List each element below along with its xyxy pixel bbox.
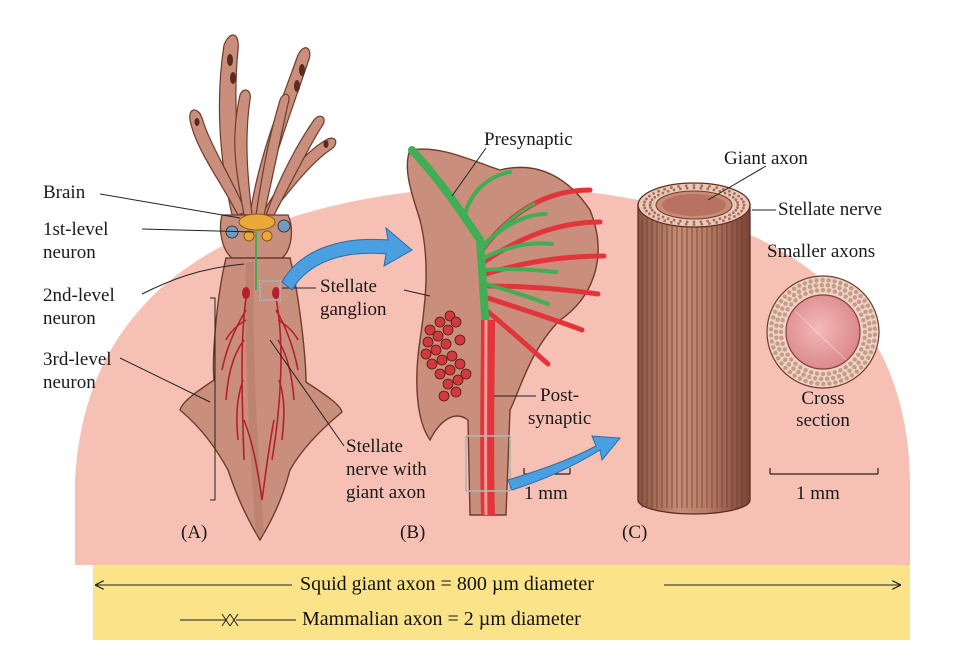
- brain-ganglion: [238, 213, 276, 231]
- label-stellate-ganglion-line2: ganglion: [320, 299, 387, 320]
- label-presynaptic: Presynaptic: [484, 129, 573, 150]
- label-postsynaptic-line2: synaptic: [528, 408, 592, 429]
- label-smaller-axons: Smaller axons: [767, 241, 876, 262]
- label-stellate-nerve: Stellate nerve: [778, 199, 882, 220]
- stellate-ganglion-detail: [406, 146, 607, 516]
- panel-c-leaders: [707, 165, 776, 211]
- label-cross-section-line2: section: [796, 410, 850, 431]
- label-stellate-nerve-line3: giant axon: [346, 482, 426, 503]
- label-first-level-line1: 1st-level: [43, 219, 109, 240]
- panel-a-leaders: [99, 193, 345, 501]
- cell-bodies-cluster: [420, 310, 472, 402]
- label-first-level-line2: neuron: [43, 242, 96, 263]
- panel-a-letter: (A): [181, 522, 208, 543]
- label-postsynaptic-line1: Post-: [540, 385, 580, 406]
- axon-cylinder: [637, 182, 751, 515]
- comparison-lines: [96, 585, 900, 627]
- panel-c-letter: (C): [622, 522, 648, 543]
- label-giant-axon: Giant axon: [724, 148, 808, 169]
- label-scale-c: 1 mm: [796, 483, 840, 504]
- squid: [179, 34, 343, 542]
- cross-section: [766, 275, 880, 389]
- label-second-level-line2: neuron: [43, 308, 96, 329]
- squid-axon-comparison: Squid giant axon = 800 µm diameter: [294, 573, 600, 596]
- label-cross-section-line1: Cross: [801, 388, 845, 409]
- label-stellate-ganglion-line1: Stellate: [320, 276, 377, 297]
- squid-mantle: [179, 257, 343, 542]
- label-brain: Brain: [43, 182, 86, 203]
- label-stellate-nerve-line1: Stellate: [346, 436, 403, 457]
- mammal-axon-comparison: Mammalian axon = 2 µm diameter: [296, 608, 587, 631]
- label-third-level-line1: 3rd-level: [43, 349, 112, 370]
- label-stellate-nerve-line2: nerve with: [346, 459, 427, 480]
- label-scale-b: 1 mm: [524, 483, 568, 504]
- panel-b-letter: (B): [400, 522, 426, 543]
- label-second-level-line1: 2nd-level: [43, 285, 115, 306]
- arrow-b-to-c: [507, 435, 621, 491]
- panel-b-leaders: [403, 147, 536, 397]
- label-third-level-line2: neuron: [43, 372, 96, 393]
- arrow-a-to-b: [281, 226, 413, 291]
- scale-bar-c: [769, 468, 879, 475]
